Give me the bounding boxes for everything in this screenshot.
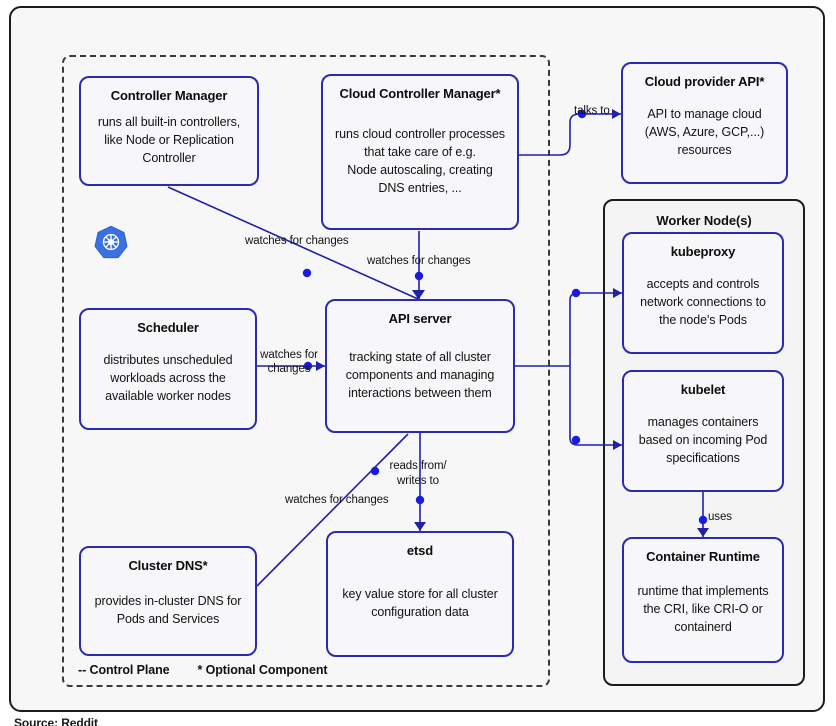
- node-kubelet[interactable]: kubelet manages containers based on inco…: [622, 370, 784, 492]
- node-title: Container Runtime: [646, 549, 760, 564]
- legend-label-optional-component: Optional Component: [205, 663, 328, 677]
- edge-label-api-server-to-etsd-line2: writes to: [397, 475, 439, 487]
- node-cloud-controller-manager[interactable]: Cloud Controller Manager* runs cloud con…: [321, 74, 519, 230]
- edge-label-scheduler-to-api-server-line1: watches for: [260, 349, 318, 361]
- node-title: kubeproxy: [670, 244, 736, 259]
- edge-label-talks-to: talks to: [574, 105, 610, 117]
- node-kubeproxy[interactable]: kubeproxy accepts and controls network c…: [622, 232, 784, 354]
- edge-label-api-server-to-etsd-line1: reads from/: [389, 460, 447, 472]
- node-body: API to manage cloud (AWS, Azure, GCP,...…: [644, 106, 765, 157]
- node-title: Cloud provider API*: [644, 74, 765, 89]
- legend: -- Control Plane * Optional Component: [78, 663, 328, 677]
- node-body: runs cloud controller processes that tak…: [335, 126, 505, 195]
- node-cloud-provider-api[interactable]: Cloud provider API* API to manage cloud …: [621, 62, 788, 184]
- node-body: key value store for all cluster configur…: [342, 586, 498, 619]
- edge-label-controller-manager-to-api-server: watches for changes: [245, 235, 349, 247]
- node-title: etsd: [406, 543, 434, 558]
- node-etsd[interactable]: etsd key value store for all cluster con…: [326, 531, 514, 657]
- legend-marker-asterisk: *: [197, 663, 203, 677]
- node-cluster-dns[interactable]: Cluster DNS* provides in-cluster DNS for…: [79, 546, 257, 656]
- node-body: accepts and controls network connections…: [640, 276, 766, 327]
- node-body: manages containers based on incoming Pod…: [638, 414, 768, 465]
- worker-node-title: Worker Node(s): [656, 213, 752, 228]
- node-api-server[interactable]: API server tracking state of all cluster…: [325, 299, 515, 433]
- node-scheduler[interactable]: Scheduler distributes unscheduled worklo…: [79, 308, 257, 430]
- edge-label-cloud-controller-manager-to-api-server: watches for changes: [367, 255, 471, 267]
- node-body: runtime that implements the CRI, like CR…: [637, 583, 769, 634]
- node-title: Cluster DNS*: [128, 558, 208, 573]
- legend-label-control-plane: Control Plane: [89, 663, 170, 677]
- legend-item-optional-component: * Optional Component: [197, 663, 327, 677]
- node-title: kubelet: [680, 382, 726, 397]
- kubernetes-logo: [94, 225, 128, 259]
- node-body: distributes unscheduled workloads across…: [103, 352, 233, 403]
- node-title: API server: [388, 311, 452, 326]
- node-body: tracking state of all cluster components…: [345, 349, 495, 400]
- edge-label-cluster-dns-to-api-server: watches for changes: [285, 494, 389, 506]
- legend-item-control-plane: -- Control Plane: [78, 663, 170, 677]
- node-title: Controller Manager: [110, 88, 228, 103]
- legend-marker-dashed: --: [78, 663, 87, 677]
- node-controller-manager[interactable]: Controller Manager runs all built-in con…: [79, 76, 259, 186]
- node-title: Scheduler: [137, 320, 199, 335]
- node-body: runs all built-in controllers, like Node…: [97, 114, 241, 165]
- node-body: provides in-cluster DNS for Pods and Ser…: [94, 593, 242, 626]
- source-caption: Source: Reddit: [14, 716, 98, 726]
- node-container-runtime[interactable]: Container Runtime runtime that implement…: [622, 537, 784, 663]
- edge-label-scheduler-to-api-server-line2: changes: [267, 363, 311, 375]
- edge-label-kubelet-to-container-runtime: uses: [708, 511, 732, 523]
- node-title: Cloud Controller Manager*: [339, 86, 501, 101]
